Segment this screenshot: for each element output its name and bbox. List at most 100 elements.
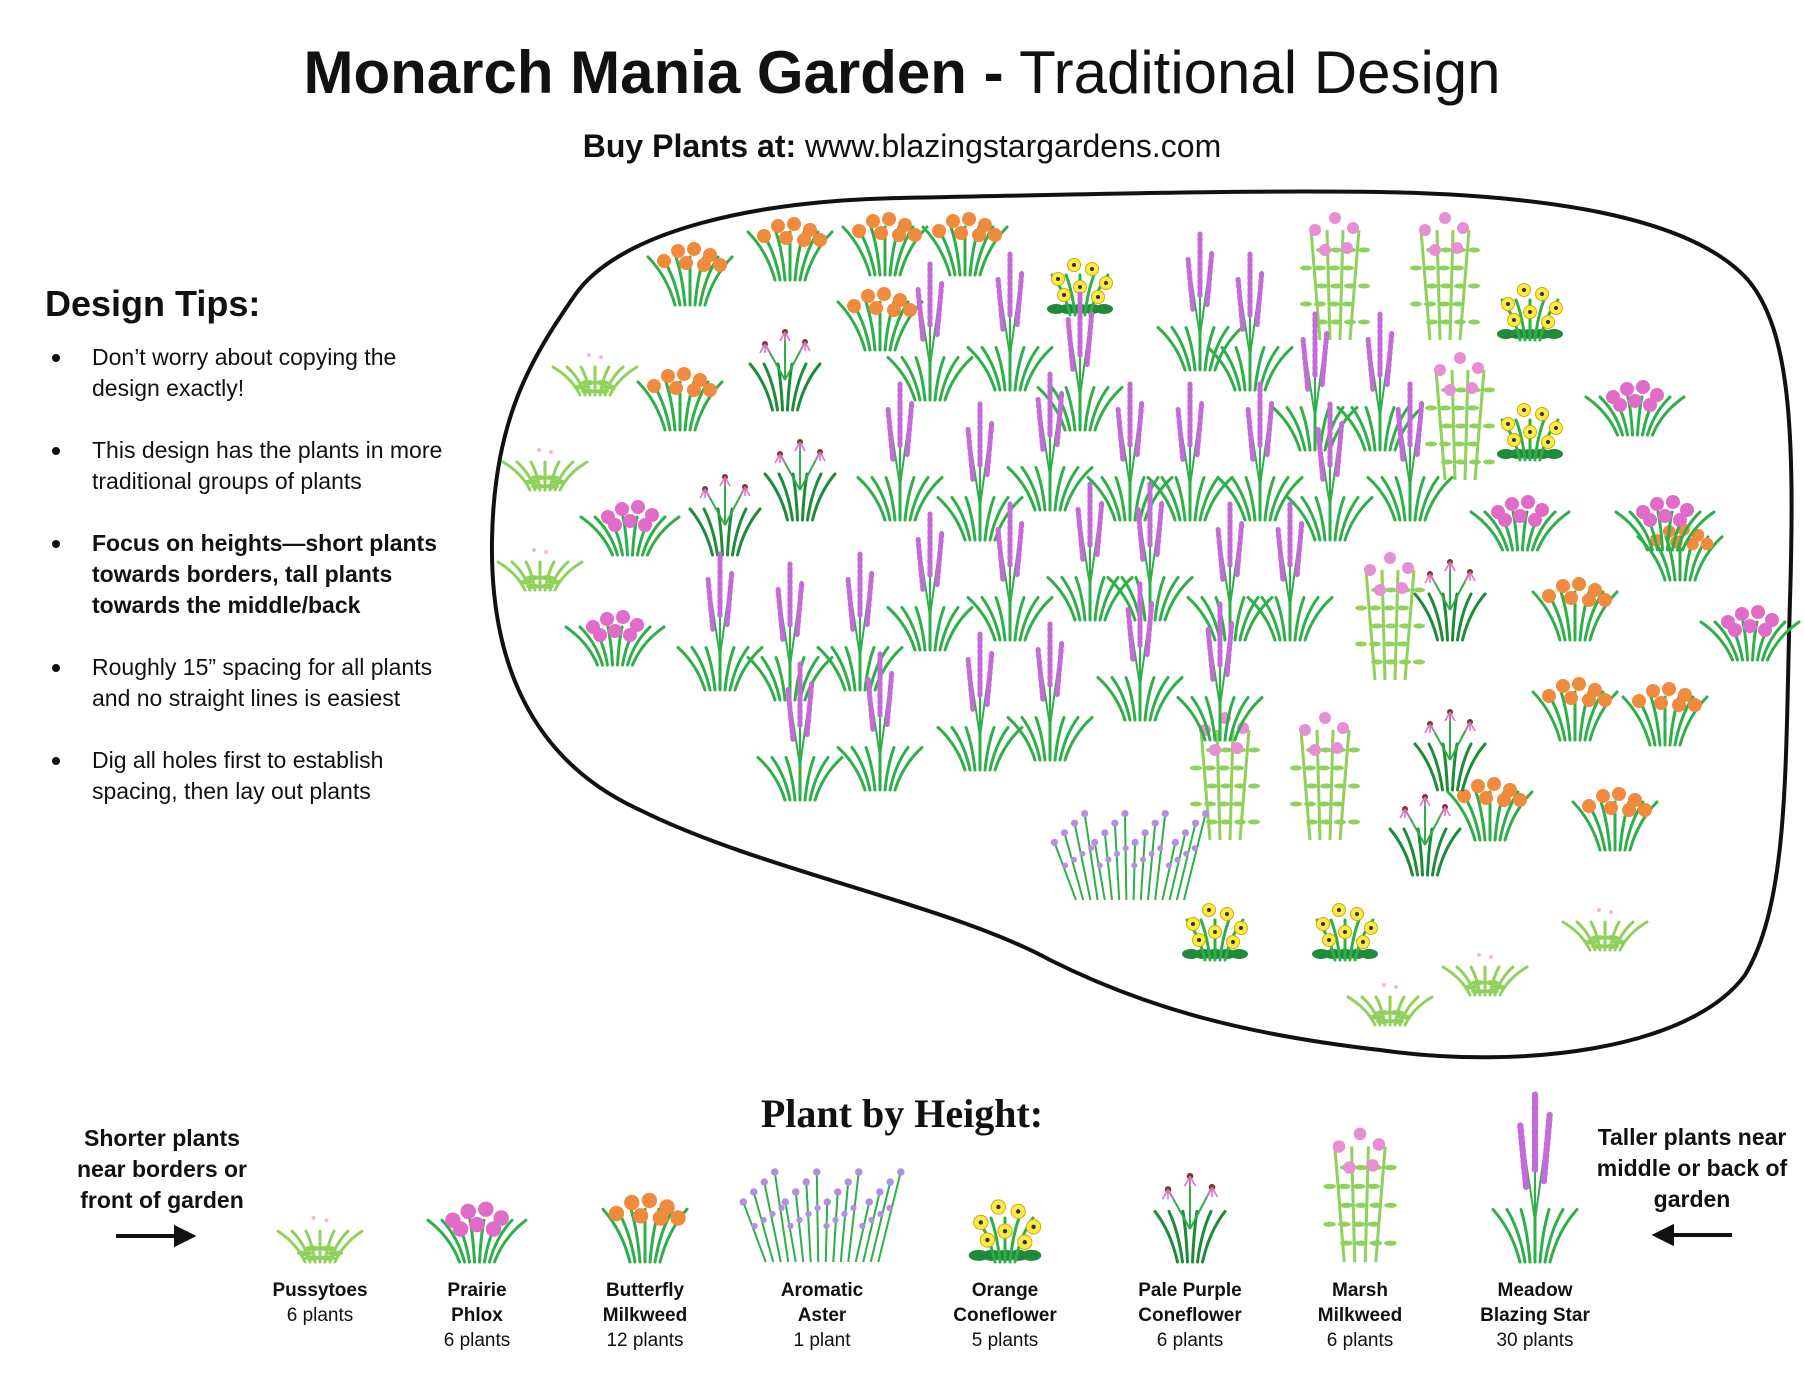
blazing-plant — [1086, 381, 1174, 522]
title-main: Monarch Mania Garden - — [303, 39, 1004, 106]
blazing-plant — [1366, 381, 1454, 522]
blazing-plant — [886, 511, 974, 652]
pussytoes-plant — [551, 353, 639, 397]
legend-icons — [276, 1090, 1579, 1264]
orange-plant — [1312, 903, 1378, 962]
legend-plant-count: 6 plants — [286, 1305, 354, 1326]
legend-plant-name: Coneflower — [1138, 1305, 1242, 1326]
orange-plant — [1182, 903, 1248, 962]
legend-plant-name: Meadow — [1497, 1280, 1573, 1301]
legend-plant-count: 12 plants — [606, 1330, 684, 1351]
legend-plant-name: Aster — [797, 1305, 847, 1326]
blazing-plant — [1186, 501, 1274, 642]
bullet-icon — [52, 664, 60, 672]
purple-plant — [1388, 794, 1462, 877]
butterfly-plant — [1531, 677, 1619, 742]
blazing-plant — [1286, 401, 1374, 542]
pussytoes-plant — [501, 448, 589, 492]
phlox-plant — [1469, 495, 1571, 552]
pussytoes-plant — [1441, 953, 1529, 997]
bullet-icon — [52, 447, 60, 455]
butterfly-plant — [1571, 787, 1659, 852]
marsh-plant — [1300, 212, 1370, 341]
marsh-plant — [1410, 212, 1480, 341]
pussytoes-plant — [496, 548, 584, 592]
legend-plant-count: 6 plants — [1156, 1330, 1224, 1351]
blazing-plant — [886, 261, 974, 402]
pale-purple-coneflower-icon — [1153, 1172, 1227, 1264]
right-arrow-icon — [1651, 1223, 1732, 1247]
blazing-plant — [1271, 311, 1359, 452]
prairie-phlox-icon — [426, 1201, 528, 1264]
blazing-plant — [966, 501, 1054, 642]
phlox-plant — [1699, 605, 1801, 662]
legend-plant-count: 5 plants — [971, 1330, 1039, 1351]
blazing-plant — [1156, 231, 1244, 372]
pussytoes-plant — [1346, 983, 1434, 1027]
blazing-plant — [816, 551, 904, 692]
butterfly-plant — [636, 367, 724, 432]
phlox-plant — [1584, 380, 1686, 437]
blazing-plant — [1006, 621, 1094, 762]
butterfly-plant — [921, 212, 1009, 277]
butterfly-plant — [841, 212, 929, 277]
blazing-plant — [676, 551, 764, 692]
butterfly-milkweed-icon — [601, 1192, 689, 1264]
design-tip-text: This design has the plants in more tradi… — [92, 437, 443, 494]
legend-plant-count: 30 plants — [1496, 1330, 1574, 1351]
marsh-milkweed-icon — [1323, 1127, 1397, 1263]
garden-bed-outline — [489, 189, 1794, 1060]
purple-plant — [688, 474, 762, 557]
buy-url[interactable]: www.blazingstargardens.com — [805, 128, 1222, 164]
marsh-plant — [1290, 712, 1360, 841]
design-tip: Dig all holes first to establish spacing… — [50, 745, 470, 807]
design-tip-text: Don’t worry about copying the design exa… — [92, 344, 397, 401]
taller-plants-note: Taller plants near middle or back of gar… — [1596, 1124, 1788, 1212]
blazing-plant — [856, 381, 944, 522]
purple-plant — [1413, 709, 1487, 792]
design-tip-text: Roughly 15” spacing for all plants and n… — [92, 654, 433, 711]
legend-plant-count: 6 plants — [443, 1330, 511, 1351]
bullet-icon — [52, 757, 60, 765]
page-title: Monarch Mania Garden - Traditional Desig… — [0, 38, 1804, 107]
blazing-plant — [1106, 481, 1194, 622]
purple-plant — [1413, 559, 1487, 642]
blazing-plant — [1216, 381, 1304, 522]
legend-plant-name: Blazing Star — [1480, 1305, 1590, 1326]
legend-plant-name: Butterfly — [605, 1280, 685, 1301]
blazing-plant — [1006, 371, 1094, 512]
title-sub: Traditional Design — [1019, 39, 1501, 106]
legend-plant-name: Pale Purple — [1138, 1280, 1242, 1301]
bullet-icon — [52, 354, 60, 362]
blazing-plant — [1146, 381, 1234, 522]
orange-plant — [1497, 403, 1563, 462]
phlox-plant — [1614, 495, 1716, 552]
legend-plant-name: Marsh — [1332, 1280, 1388, 1301]
legend-plant-name: Coneflower — [953, 1305, 1057, 1326]
butterfly-plant — [836, 287, 924, 352]
purple-plant — [748, 329, 822, 412]
blazing-plant — [1176, 601, 1264, 742]
legend-plant-name: Milkweed — [1317, 1305, 1403, 1326]
blazing-plant — [1246, 501, 1334, 642]
butterfly-plant — [1621, 682, 1709, 747]
legend-plant-name: Phlox — [451, 1305, 503, 1326]
phlox-plant — [564, 610, 666, 667]
marsh-plant — [1425, 352, 1495, 481]
blazing-plant — [966, 251, 1054, 392]
phlox-plant — [579, 500, 681, 557]
purple-plant — [763, 439, 837, 522]
pussytoes-plant — [1561, 908, 1649, 952]
design-tip-text: Focus on heights—short plants towards bo… — [92, 530, 438, 618]
shorter-plants-note: Shorter plants near borders or front of … — [77, 1125, 247, 1213]
blazing-plant — [936, 631, 1024, 772]
legend-plant-name: Prairie — [447, 1280, 507, 1301]
design-tip: Don’t worry about copying the design exa… — [50, 342, 470, 404]
